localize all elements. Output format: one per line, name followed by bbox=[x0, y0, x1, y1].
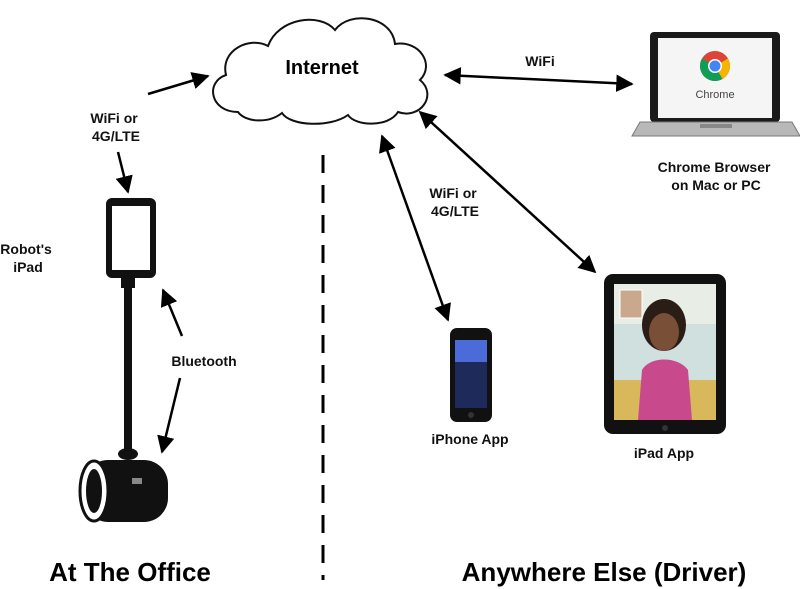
robot-mast bbox=[121, 278, 135, 288]
section-driver: Anywhere Else (Driver) bbox=[462, 557, 747, 587]
arrow-down-to-robot-ipad bbox=[115, 151, 133, 194]
label-mobile-wifi: WiFi or 4G/LTE bbox=[429, 185, 480, 219]
label-laptop-wifi: WiFi bbox=[525, 53, 554, 69]
double-robot bbox=[78, 198, 168, 523]
arrow-robot-to-internet bbox=[147, 72, 210, 96]
connection-arrows bbox=[115, 67, 634, 454]
arrow-internet-laptop bbox=[443, 67, 634, 92]
arrow-bluetooth-up bbox=[160, 288, 184, 337]
label-robot-ipad: Robot's iPad bbox=[0, 241, 55, 275]
section-office: At The Office bbox=[49, 557, 211, 587]
label-robot-wifi: WiFi or 4G/LTE bbox=[90, 110, 141, 144]
label-bluetooth: Bluetooth bbox=[171, 353, 236, 369]
chrome-logo-icon bbox=[699, 51, 731, 82]
laptop-chrome: Chrome bbox=[631, 32, 800, 137]
chrome-screen-text: Chrome bbox=[695, 89, 734, 101]
label-chrome: Chrome Browser on Mac or PC bbox=[658, 159, 775, 193]
robot-base bbox=[78, 459, 168, 523]
arrow-bluetooth-down bbox=[157, 377, 182, 454]
arrow-internet-ipad bbox=[418, 110, 597, 274]
ipad-device bbox=[604, 274, 726, 434]
internet-label: Internet bbox=[285, 57, 359, 79]
label-ipad: iPad App bbox=[634, 445, 694, 461]
arrow-internet-iphone bbox=[379, 134, 451, 322]
label-iphone: iPhone App bbox=[431, 431, 508, 447]
iphone-device bbox=[450, 328, 492, 422]
internet-cloud: Internet bbox=[212, 17, 429, 125]
